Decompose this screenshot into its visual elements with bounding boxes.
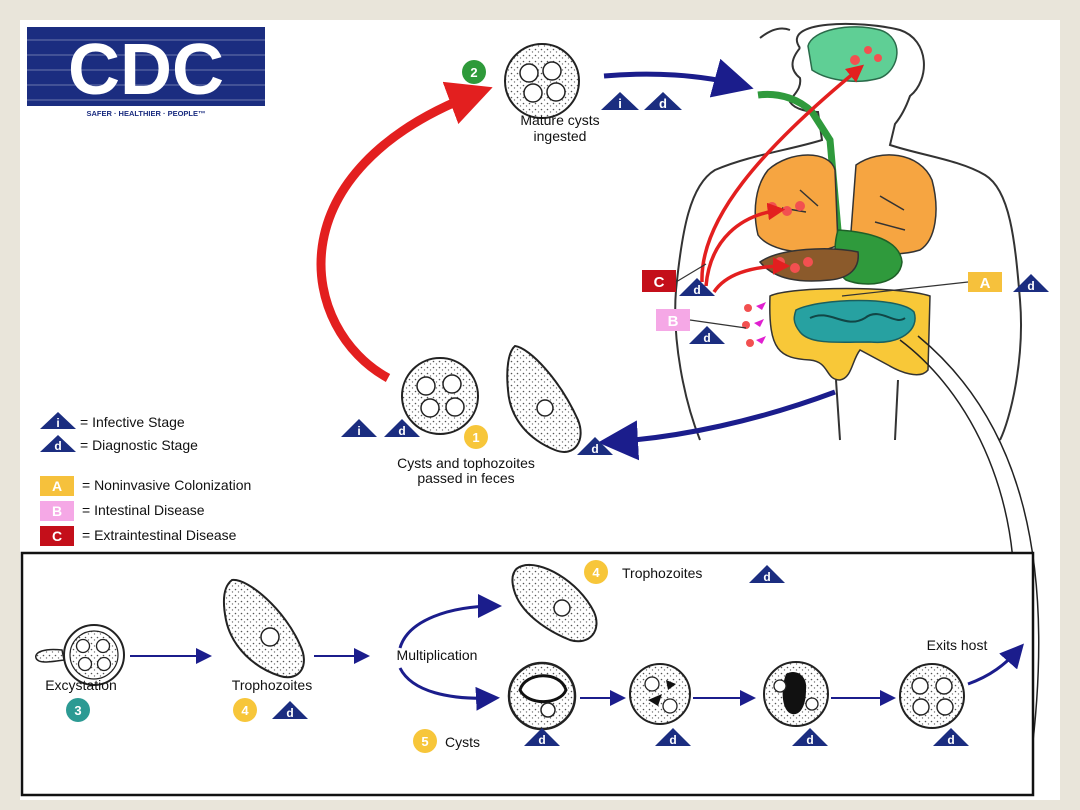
badge-a-d-letter: d [1027, 279, 1034, 293]
step4-circle [233, 698, 257, 722]
step1-label-line1: Cysts and tophozoites [397, 455, 535, 471]
legend-b-swatch [40, 501, 74, 521]
excystation-illustration [35, 624, 125, 686]
legend-b-text: = Intestinal Disease [82, 502, 205, 518]
liver-spread-arrow [712, 257, 791, 294]
lung-spread-arrow [704, 202, 786, 287]
cyst-stage-2 [629, 663, 691, 725]
step1-label-line2: passed in feces [417, 470, 514, 486]
legend-infective-text: = Infective Stage [80, 414, 185, 430]
cyst1-d-letter: d [538, 733, 545, 747]
badge-a-diagnostic-icon: d [1013, 274, 1049, 293]
cyst-stage-4 [899, 663, 965, 729]
passed-trophozoite-illustration [506, 344, 582, 453]
inset-trophozoite-diagnostic-icon: d [272, 701, 308, 720]
multiplied-trophozoite-illustration [511, 563, 598, 643]
cyst3-diagnostic-icon: d [792, 728, 828, 747]
logo-text: CDC [68, 30, 224, 110]
legend-a-letter: A [52, 478, 62, 494]
step4b-circle [584, 560, 608, 584]
diagnostic-stage-icon: d [644, 92, 682, 111]
step2-number: 2 [470, 65, 477, 80]
cyst1-diagnostic-icon: d [524, 728, 560, 747]
step1-diagnostic-icon: d [384, 419, 420, 438]
mature-cyst-illustration [504, 43, 580, 119]
brain [807, 26, 898, 83]
step4-number: 4 [241, 703, 249, 718]
step1-troph-d-letter: d [591, 442, 598, 456]
fecal-excretion-arrow [598, 389, 836, 461]
top-trophozoite-diagnostic-icon: d [749, 565, 785, 584]
multiplication-label: Multiplication [397, 647, 478, 663]
step2-label-line2: ingested [534, 128, 587, 144]
exits-host-arrow [967, 643, 1024, 686]
cdc-logo: CDC SAFER · HEALTHIER · PEOPLE™ [27, 27, 265, 118]
badge-c-diagnostic-icon: d [679, 278, 715, 297]
diagnostic-icon-letter: d [659, 96, 667, 111]
ingestion-arrow [603, 58, 754, 98]
cyst3-d-letter: d [806, 733, 813, 747]
excystation-label: Excystation [45, 677, 117, 693]
cyst2-d-letter: d [669, 733, 676, 747]
badge-b: B [656, 309, 747, 331]
step1-i-letter: i [357, 424, 360, 438]
badge-a-letter: A [980, 275, 991, 292]
cyst-stage-1 [507, 661, 577, 731]
cysts-label: Cysts [445, 734, 480, 750]
step1-trophozoite-diagnostic-icon: d [577, 437, 613, 456]
legend: i = Infective Stage d = Diagnostic Stage… [40, 412, 251, 546]
step1-d-letter: d [398, 424, 405, 438]
step1-circle [464, 425, 488, 449]
cyst4-diagnostic-icon: d [933, 728, 969, 747]
badge-b-d-letter: d [703, 331, 710, 345]
badge-a: A [841, 272, 1002, 297]
exits-host-label: Exits host [927, 637, 988, 653]
top-troph-d-letter: d [763, 570, 770, 584]
legend-c-swatch [40, 526, 74, 546]
badge-c-d-letter: d [693, 283, 700, 297]
legend-c-letter: C [52, 528, 62, 544]
logo-tagline: SAFER · HEALTHIER · PEOPLE™ [86, 109, 205, 118]
legend-d-icon [40, 435, 76, 452]
step1-number: 1 [472, 430, 479, 445]
badge-c-letter: C [654, 274, 665, 291]
badge-c: C [642, 263, 707, 292]
step2-label-line1: Mature cysts [520, 112, 599, 128]
legend-i-letter: i [56, 416, 59, 430]
legend-diagnostic-text: = Diagnostic Stage [80, 437, 198, 453]
step3-number: 3 [74, 703, 81, 718]
badge-b-diagnostic-icon: d [689, 326, 725, 345]
legend-a-swatch [40, 476, 74, 496]
human-body [674, 22, 1022, 441]
infective-stage-icon: i [601, 92, 639, 111]
trophozoites-top-label: Trophozoites [622, 565, 702, 581]
cyst-stage-3 [763, 661, 829, 727]
passed-cyst-illustration [401, 357, 479, 435]
legend-a-text: = Noninvasive Colonization [82, 477, 251, 493]
trophozoites-label: Trophozoites [232, 677, 312, 693]
cyst4-d-letter: d [947, 733, 954, 747]
legend-i-icon [40, 412, 76, 429]
to-cysts-arrow [398, 667, 500, 711]
legend-c-text: = Extraintestinal Disease [82, 527, 237, 543]
legend-d-letter: d [54, 439, 61, 453]
inset-troph-d-letter: d [286, 706, 293, 720]
badge-b-letter: B [668, 313, 679, 330]
exit-path-line-1 [917, 335, 1040, 781]
step5-number: 5 [421, 734, 428, 749]
step2-circle [462, 60, 486, 84]
brain-spread-arrow [700, 64, 865, 283]
inset-trophozoite-illustration [223, 578, 305, 679]
red-transmission-arrow [316, 81, 493, 382]
infective-icon-letter: i [618, 96, 622, 111]
legend-b-letter: B [52, 503, 62, 519]
cyst2-diagnostic-icon: d [655, 728, 691, 747]
step4b-number: 4 [592, 565, 600, 580]
to-trophozoites-arrow [398, 594, 502, 649]
step5-circle [413, 729, 437, 753]
step1-infective-icon: i [341, 419, 377, 438]
step3-circle [66, 698, 90, 722]
